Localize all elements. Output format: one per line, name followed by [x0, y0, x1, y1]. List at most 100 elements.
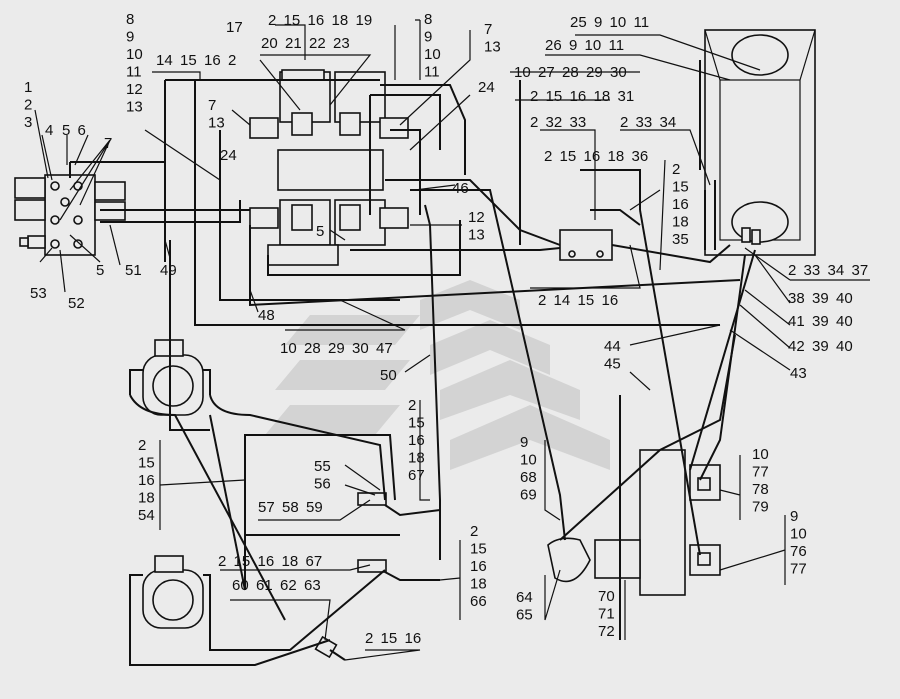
callout-number: 10: [126, 46, 143, 63]
callout-number: 6: [78, 122, 86, 139]
cylinder-upper-left: [142, 339, 204, 416]
callout-number: 77: [752, 464, 769, 481]
callout-number: 24: [478, 79, 495, 96]
callout-number: 7: [484, 21, 492, 38]
callout-number: 39: [812, 313, 829, 330]
callout-number: 15: [578, 292, 595, 309]
callout-number: 2: [408, 397, 416, 414]
callout-number: 18: [608, 148, 625, 165]
label-group-g-7-13-inner: 713: [208, 97, 225, 132]
callout-number: 28: [562, 64, 579, 81]
callout-number: 4: [45, 122, 53, 139]
callout-number: 61: [256, 577, 273, 594]
callout-number: 10: [752, 446, 769, 463]
callout-number: 9: [790, 508, 798, 525]
callout-number: 2: [24, 97, 32, 114]
callout-number: 36: [632, 148, 649, 165]
callout-number: 17: [226, 19, 243, 36]
callout-number: 5: [316, 223, 324, 240]
pump-assembly-top: [249, 69, 409, 266]
callout-number: 18: [594, 88, 611, 105]
label-group-g-48: 48: [258, 307, 275, 324]
callout-number: 16: [570, 88, 587, 105]
label-group-g-4: 4: [45, 122, 53, 139]
callout-number: 70: [598, 588, 615, 605]
callout-number: 2: [365, 630, 373, 647]
callout-number: 12: [126, 81, 143, 98]
label-group-g-1-2-3: 123: [24, 79, 32, 131]
callout-number: 16: [408, 432, 425, 449]
callout-number: 67: [306, 553, 323, 570]
callout-number: 28: [304, 340, 321, 357]
label-group-g-43: 43: [790, 365, 807, 382]
callout-number: 37: [852, 262, 869, 279]
callout-number: 32: [546, 114, 563, 131]
callout-number: 16: [204, 52, 221, 69]
distributor-block-left: [14, 174, 126, 256]
callout-number: 16: [584, 148, 601, 165]
callout-number: 8: [126, 11, 134, 28]
callout-number: 49: [160, 262, 177, 279]
callout-number: 21: [285, 35, 302, 52]
callout-number: 2: [470, 523, 478, 540]
callout-number: 66: [470, 593, 487, 610]
callout-number: 15: [546, 88, 563, 105]
callout-number: 11: [126, 64, 142, 81]
callout-number: 76: [790, 543, 807, 560]
callout-number: 9: [594, 14, 602, 31]
callout-number: 16: [308, 12, 325, 29]
callout-number: 52: [68, 295, 85, 312]
callout-number: 10: [790, 526, 807, 543]
callout-number: 9: [569, 37, 577, 54]
callout-number: 34: [828, 262, 845, 279]
callout-number: 65: [516, 607, 533, 624]
callout-number: 63: [304, 577, 321, 594]
label-group-g-52: 52: [68, 295, 85, 312]
callout-number: 77: [790, 561, 807, 578]
callout-number: 20: [261, 35, 278, 52]
callout-number: 79: [752, 499, 769, 516]
callout-number: 3: [24, 114, 32, 131]
callout-number: 40: [836, 338, 853, 355]
callout-number: 45: [604, 356, 621, 373]
callout-number: 40: [836, 313, 853, 330]
callout-number: 43: [790, 365, 807, 382]
label-group-g-5-mid: 5: [316, 223, 324, 240]
callout-number: 10: [514, 64, 531, 81]
callout-number: 10: [520, 452, 537, 469]
callout-number: 5: [62, 122, 70, 139]
callout-number: 60: [232, 577, 249, 594]
callout-number: 18: [408, 450, 425, 467]
callout-number: 51: [125, 262, 142, 279]
label-group-g-7-left: 7: [104, 135, 112, 152]
callout-number: 13: [126, 99, 143, 116]
callout-number: 40: [836, 290, 853, 307]
callout-number: 56: [314, 476, 331, 493]
callout-number: 12: [468, 209, 485, 226]
callout-number: 10: [610, 14, 627, 31]
callout-number: 16: [258, 553, 275, 570]
callout-number: 14: [156, 52, 173, 69]
callout-number: 27: [538, 64, 555, 81]
callout-number: 64: [516, 589, 533, 606]
